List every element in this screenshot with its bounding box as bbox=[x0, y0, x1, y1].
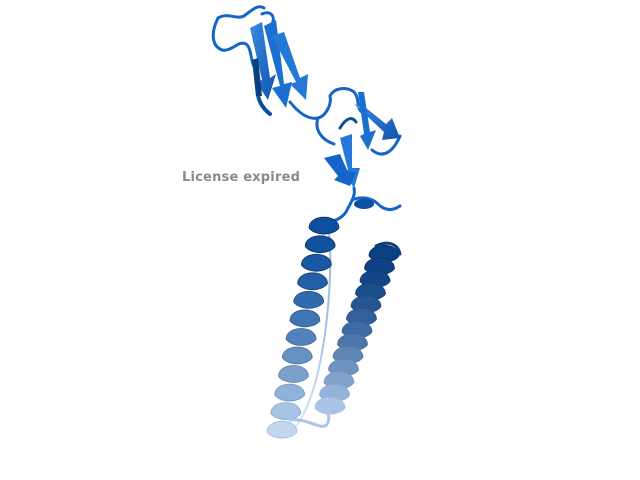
helix-turn bbox=[278, 365, 309, 383]
helix-turn bbox=[281, 346, 313, 365]
helix-turn bbox=[297, 272, 328, 291]
helix-turn bbox=[285, 328, 317, 346]
helix-turn bbox=[314, 396, 346, 415]
beta-sheet-domain-middle bbox=[315, 87, 402, 188]
alpha-helix-left bbox=[266, 216, 340, 439]
helix-turn bbox=[274, 383, 306, 402]
helix-turn bbox=[289, 309, 321, 328]
beta-sheet-domain-top bbox=[211, 5, 332, 120]
helix-turn bbox=[308, 216, 340, 235]
helix-turn bbox=[266, 420, 298, 439]
helix-turn bbox=[293, 290, 325, 309]
bottom-loop bbox=[288, 412, 331, 428]
alpha-helix-right bbox=[314, 241, 402, 415]
helix-turn bbox=[300, 253, 332, 272]
linker-loop bbox=[324, 186, 402, 224]
helix-turn bbox=[304, 235, 336, 254]
helix-turn bbox=[270, 402, 302, 420]
license-watermark: License expired bbox=[182, 170, 301, 185]
